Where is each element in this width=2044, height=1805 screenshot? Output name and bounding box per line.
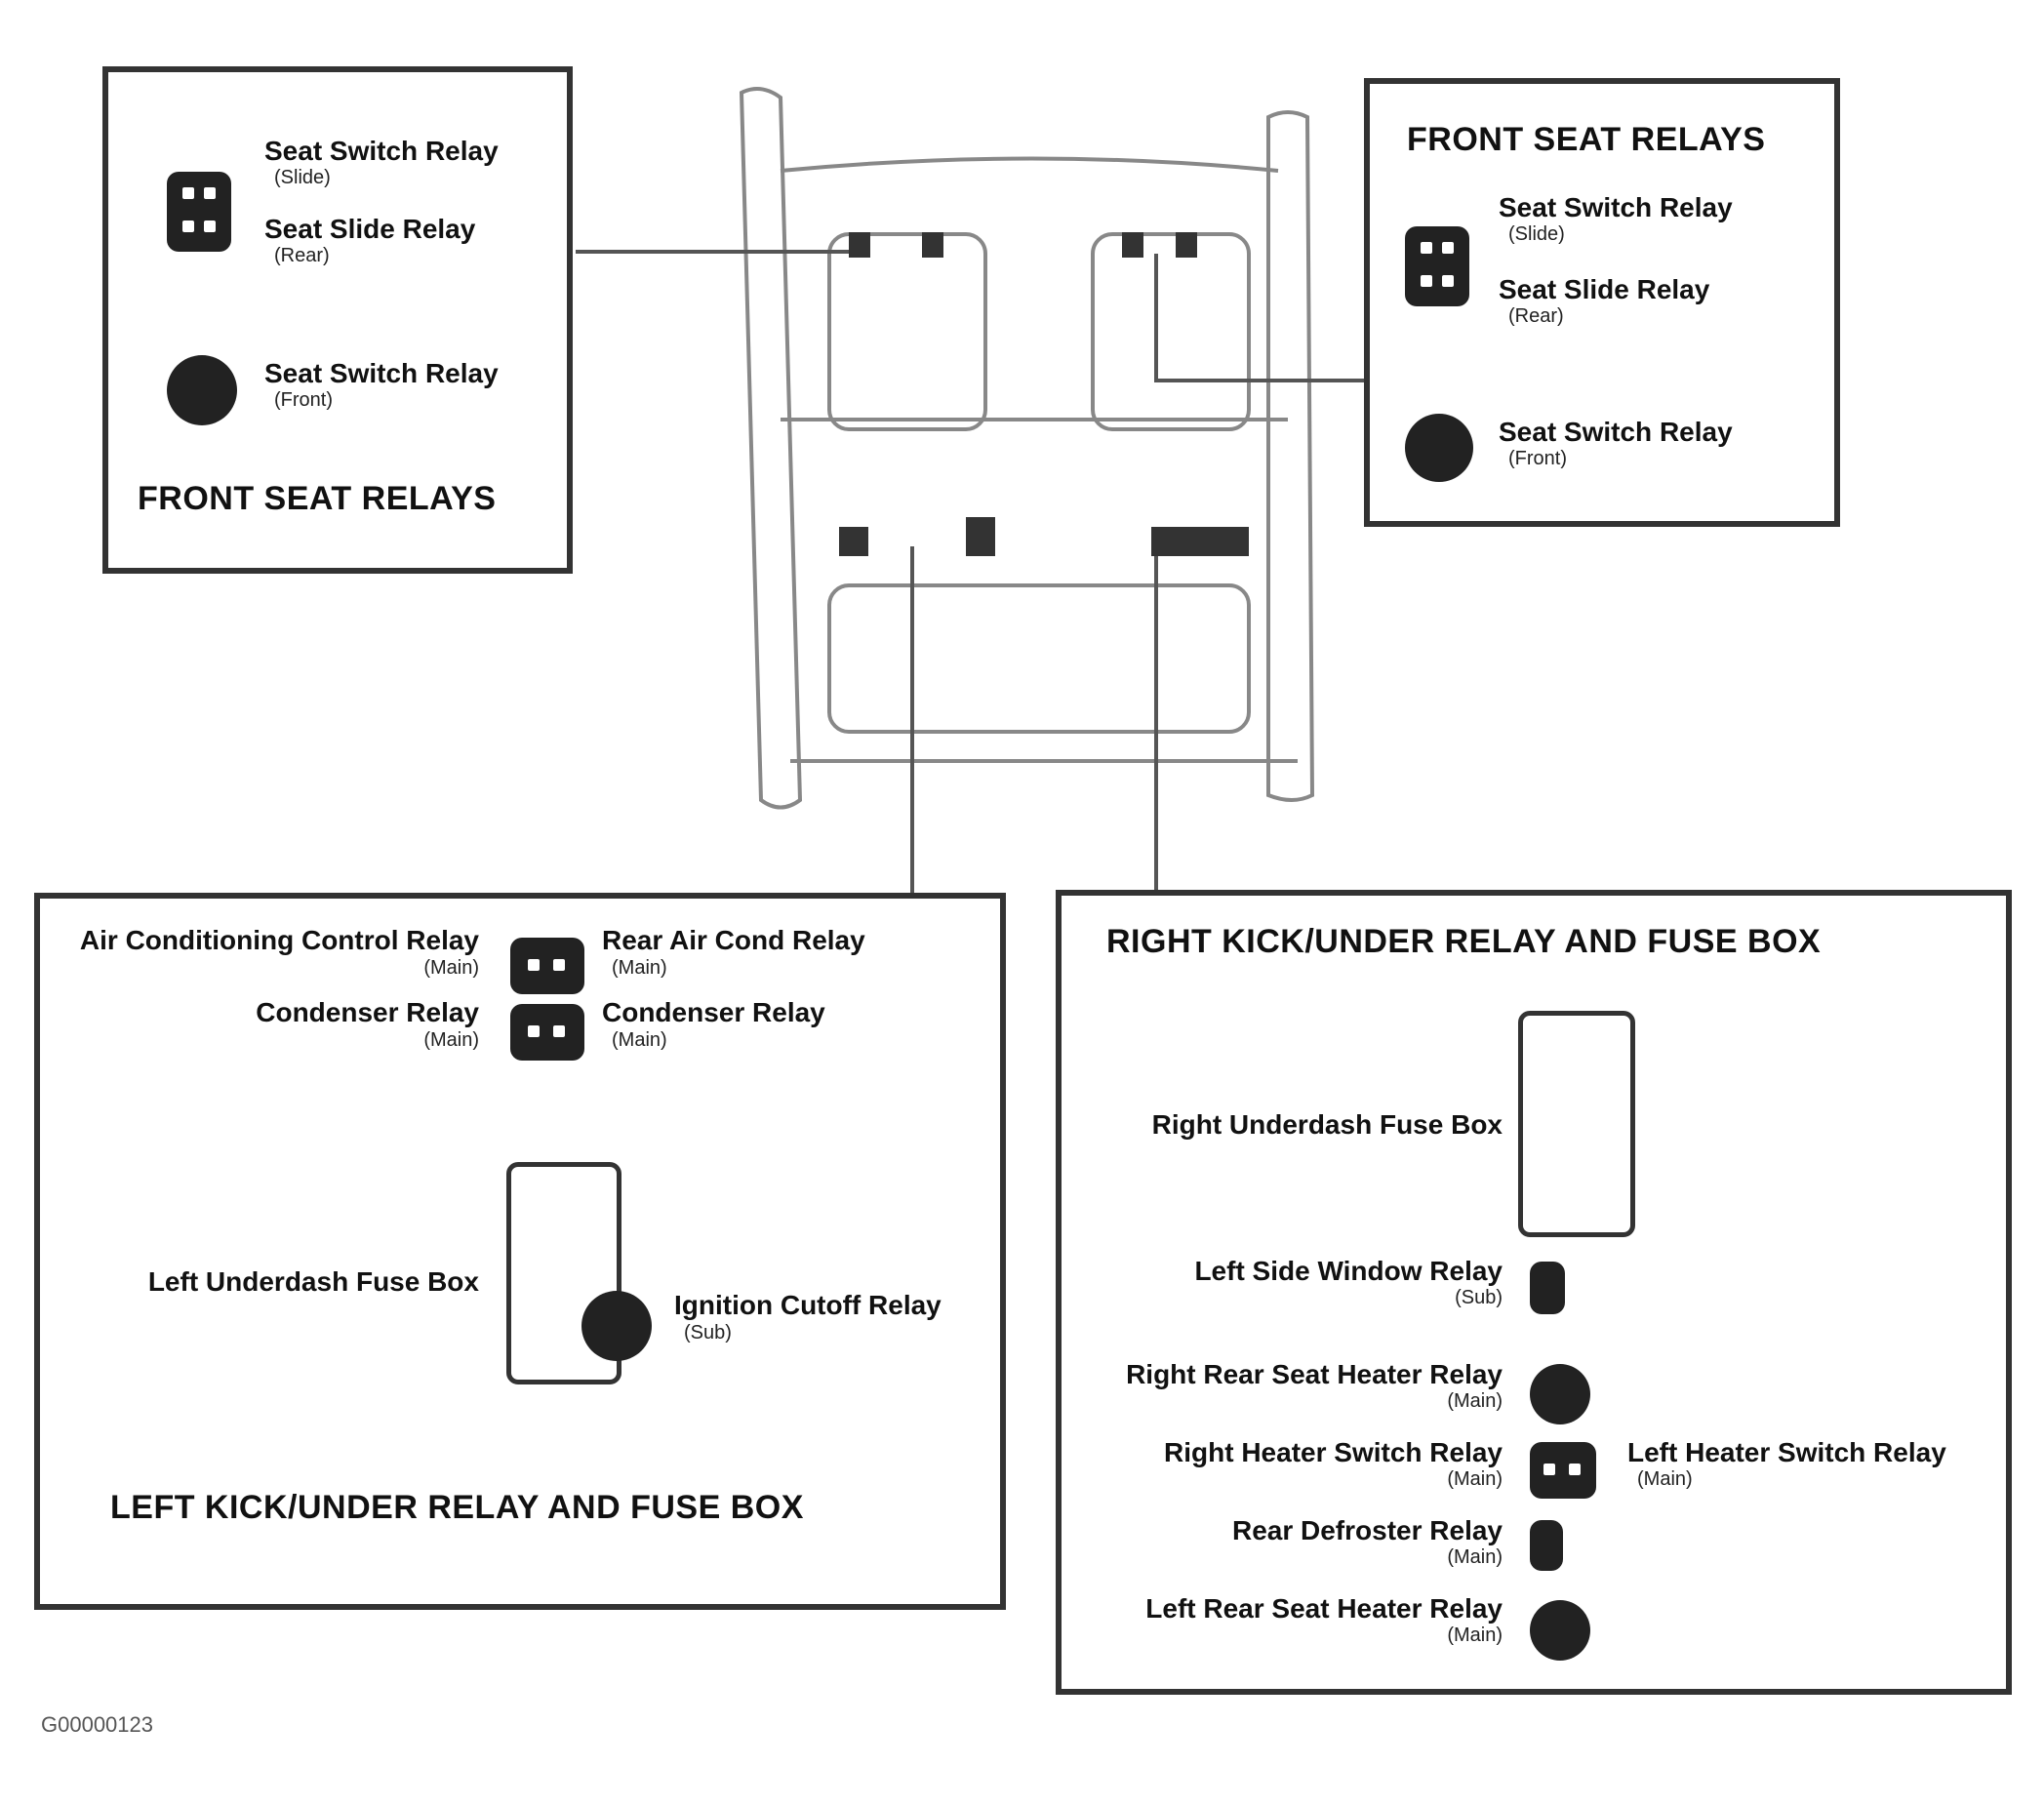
seat-relay-connector-round bbox=[1405, 414, 1473, 482]
seat-connector-mark bbox=[1176, 232, 1197, 258]
left-kick-top-right-1-sub: (Main) bbox=[612, 957, 667, 979]
left-heater-switch-relay-sub: (Main) bbox=[1637, 1468, 1693, 1490]
front-seat-right-item-1-label: Seat Switch Relay bbox=[1499, 192, 1733, 222]
front-seat-relays-right-box: FRONT SEAT RELAYS Seat Switch Relay (Sli… bbox=[1364, 78, 1840, 527]
right-kick-relay-fuse-box: RIGHT KICK/UNDER RELAY AND FUSE BOX Righ… bbox=[1056, 890, 2012, 1695]
ignition-cutoff-relay-label: Ignition Cutoff Relay bbox=[674, 1290, 942, 1320]
left-kick-top-left-2-label: Condenser Relay bbox=[256, 997, 479, 1027]
right-body-side bbox=[1266, 110, 1315, 802]
right-kick-relay-1-connector bbox=[1530, 1262, 1565, 1314]
rear-seat-outline bbox=[827, 583, 1251, 734]
left-kick-top-right-2-label: Condenser Relay bbox=[602, 997, 825, 1027]
floor-connector-mark bbox=[966, 517, 995, 556]
front-seat-left-item-2-sub: (Rear) bbox=[274, 245, 330, 266]
left-underdash-fuse-box-label: Left Underdash Fuse Box bbox=[147, 1266, 479, 1297]
right-kick-relay-2-label: Right Rear Seat Heater Relay bbox=[1126, 1359, 1503, 1389]
floor-connector-mark bbox=[839, 527, 868, 556]
front-seat-right-title: FRONT SEAT RELAYS bbox=[1407, 121, 1766, 158]
front-seat-left-item-3-label: Seat Switch Relay bbox=[264, 358, 499, 388]
right-kick-relay-2-sub: (Main) bbox=[1447, 1390, 1503, 1412]
seat-relay-connector-round bbox=[167, 355, 237, 425]
left-kick-top-right-2-sub: (Main) bbox=[612, 1029, 667, 1051]
right-kick-relay-2-connector bbox=[1530, 1364, 1590, 1424]
seat-connector-mark bbox=[849, 232, 870, 258]
right-kick-relay-4-connector bbox=[1530, 1520, 1563, 1571]
right-kick-relay-1-label: Left Side Window Relay bbox=[1194, 1256, 1503, 1286]
floor-connector-mark bbox=[1151, 527, 1249, 556]
left-kick-top-left-2-sub: (Main) bbox=[423, 1029, 479, 1051]
front-seat-left-item-3-sub: (Front) bbox=[274, 389, 333, 411]
front-seat-left-item-1-label: Seat Switch Relay bbox=[264, 136, 499, 166]
right-kick-relay-5-label: Left Rear Seat Heater Relay bbox=[1145, 1593, 1503, 1624]
left-seat-outline bbox=[827, 232, 987, 431]
right-seat-outline bbox=[1091, 232, 1251, 431]
right-kick-relay-3-sub: (Main) bbox=[1447, 1468, 1503, 1490]
front-seat-left-item-2-label: Seat Slide Relay bbox=[264, 214, 476, 244]
front-seat-relays-left-box: Seat Switch Relay (Slide) Seat Slide Rel… bbox=[102, 66, 573, 574]
right-underdash-fuse-box-label: Right Underdash Fuse Box bbox=[1151, 1109, 1503, 1140]
left-kick-top-left-1-sub: (Main) bbox=[423, 957, 479, 979]
right-underdash-fuse-box-outline bbox=[1518, 1011, 1635, 1237]
left-kick-top-left-1-label: Air Conditioning Control Relay bbox=[79, 925, 479, 955]
front-seat-right-item-2-sub: (Rear) bbox=[1508, 305, 1564, 327]
leader-front-seat-right bbox=[1154, 254, 1366, 382]
left-heater-switch-relay-label: Left Heater Switch Relay bbox=[1627, 1437, 1946, 1467]
condenser-relay-connector bbox=[510, 1004, 584, 1061]
seat-connector-mark bbox=[922, 232, 943, 258]
ignition-cutoff-relay-sub: (Sub) bbox=[684, 1322, 732, 1344]
ignition-cutoff-relay-connector bbox=[581, 1291, 652, 1361]
front-seat-right-item-2-label: Seat Slide Relay bbox=[1499, 274, 1710, 304]
left-kick-title: LEFT KICK/UNDER RELAY AND FUSE BOX bbox=[110, 1489, 804, 1526]
right-kick-relay-4-label: Rear Defroster Relay bbox=[1231, 1515, 1503, 1545]
seat-connector-mark bbox=[1122, 232, 1143, 258]
seat-relay-connector-double bbox=[167, 172, 231, 252]
left-kick-relay-fuse-box: Air Conditioning Control Relay (Main) Co… bbox=[34, 893, 1006, 1610]
ac-relay-connector bbox=[510, 938, 584, 994]
figure-id: G00000123 bbox=[41, 1712, 153, 1737]
front-seat-right-item-1-sub: (Slide) bbox=[1508, 223, 1565, 245]
right-kick-relay-4-sub: (Main) bbox=[1447, 1546, 1503, 1568]
front-seat-left-title: FRONT SEAT RELAYS bbox=[138, 480, 497, 517]
left-body-side bbox=[739, 87, 803, 810]
front-seat-right-item-3-sub: (Front) bbox=[1508, 448, 1567, 469]
right-kick-relay-3-label: Right Heater Switch Relay bbox=[1164, 1437, 1503, 1467]
right-kick-relay-1-sub: (Sub) bbox=[1455, 1287, 1503, 1308]
right-kick-relay-5-sub: (Main) bbox=[1447, 1624, 1503, 1646]
seat-relay-connector-double bbox=[1405, 226, 1469, 306]
right-kick-relay-3-connector bbox=[1530, 1442, 1596, 1499]
left-kick-top-right-1-label: Rear Air Cond Relay bbox=[602, 925, 865, 955]
right-kick-relay-5-connector bbox=[1530, 1600, 1590, 1661]
front-seat-left-item-1-sub: (Slide) bbox=[274, 167, 331, 188]
dash-curve bbox=[780, 156, 1279, 173]
front-seat-right-item-3-label: Seat Switch Relay bbox=[1499, 417, 1733, 447]
right-kick-title: RIGHT KICK/UNDER RELAY AND FUSE BOX bbox=[1106, 923, 1822, 960]
